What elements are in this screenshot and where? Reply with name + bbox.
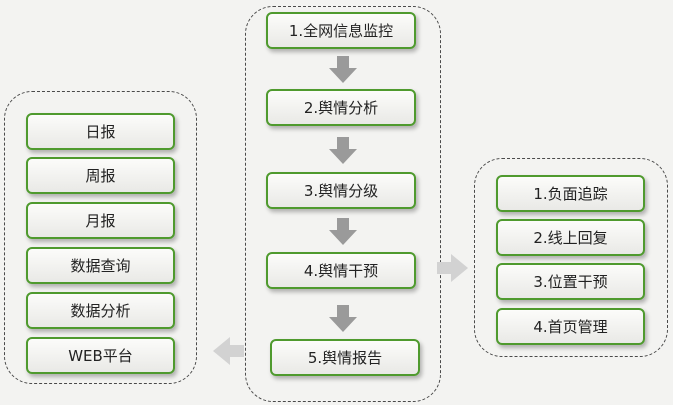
output-data-analysis: 数据分析 xyxy=(26,292,175,329)
down-arrow-icon xyxy=(329,137,357,164)
right-action-group xyxy=(474,158,668,357)
action-position-intervention: 3.位置干预 xyxy=(496,263,645,300)
step-grading: 3.舆情分级 xyxy=(266,172,416,209)
output-daily-report: 日报 xyxy=(26,113,175,150)
action-negative-tracking: 1.负面追踪 xyxy=(496,175,645,212)
output-web-platform: WEB平台 xyxy=(26,337,175,374)
output-data-query: 数据查询 xyxy=(26,247,175,284)
step-monitoring: 1.全网信息监控 xyxy=(266,12,416,49)
right-arrow-icon xyxy=(437,254,468,282)
output-weekly-report: 周报 xyxy=(26,157,175,194)
action-homepage-management: 4.首页管理 xyxy=(496,308,645,345)
left-arrow-icon xyxy=(213,337,244,365)
step-intervention: 4.舆情干预 xyxy=(266,252,416,289)
center-process-group xyxy=(245,6,441,402)
step-report: 5.舆情报告 xyxy=(270,339,420,376)
output-monthly-report: 月报 xyxy=(26,202,175,239)
step-analysis: 2.舆情分析 xyxy=(266,89,416,126)
down-arrow-icon xyxy=(329,305,357,332)
down-arrow-icon xyxy=(329,218,357,245)
action-online-reply: 2.线上回复 xyxy=(496,219,645,256)
down-arrow-icon xyxy=(329,56,357,83)
left-output-group xyxy=(4,91,197,384)
